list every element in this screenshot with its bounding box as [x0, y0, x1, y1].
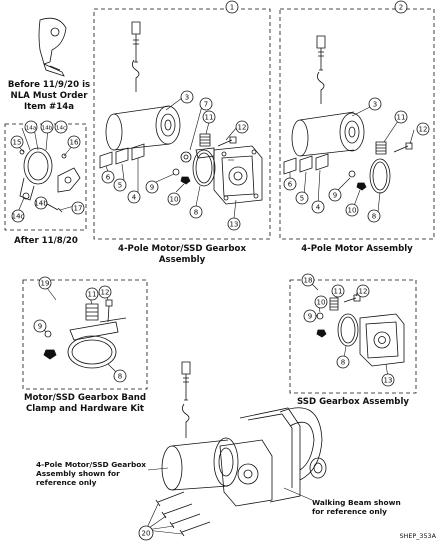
callout-14a: 14a [26, 126, 37, 132]
callout-12: 12 [238, 124, 247, 132]
ssd-gearbox-parts [316, 294, 405, 367]
callout-10-b: 10 [348, 207, 357, 215]
callout-19: 17 [74, 205, 83, 213]
callout-8-d: 8 [341, 359, 345, 367]
box2-parts [283, 35, 413, 194]
callout-6-b: 6 [288, 181, 293, 189]
callout-4-b: 4 [316, 204, 321, 212]
after-date-caption: After 11/8/20 [14, 236, 78, 246]
callout-8-c: 8 [118, 373, 122, 381]
box-after-date [4, 123, 87, 231]
box1-caption: 4-Pole Motor/SSD Gearbox Assembly [118, 244, 246, 265]
drawing-code: SHEP_353A [399, 532, 436, 540]
box-motor-assembly [279, 8, 435, 240]
callout-12-b: 12 [419, 126, 428, 134]
callout-12-d: 12 [359, 288, 368, 296]
callout-12-c: 12 [101, 289, 110, 297]
box1-parts [99, 21, 263, 205]
callout-21: 19 [41, 280, 50, 288]
callout-18: 16 [70, 139, 79, 147]
callout-1: 1 [230, 4, 234, 12]
callout-14c: 14c [56, 126, 66, 132]
callout-11-c: 11 [88, 291, 97, 299]
callout-20: 18 [304, 277, 313, 285]
ssd-gearbox-caption: SSD Gearbox Assembly [297, 397, 409, 407]
box-ssd-gearbox [289, 279, 417, 394]
callout-11-b: 11 [397, 114, 406, 122]
walking-beam-note: Walking Beam shown for reference only [312, 498, 401, 516]
callout-6: 6 [106, 174, 111, 182]
nla-note: Before 11/9/20 is NLA Must Order Item #1… [7, 80, 91, 112]
callout-17: 15 [13, 139, 22, 147]
callout-10: 10 [170, 196, 179, 204]
callout-circles [10, 0, 430, 541]
old-bracket-drawing [38, 17, 67, 77]
callout-13-d: 13 [384, 377, 393, 385]
box-motor-gearbox-assembly [93, 8, 271, 240]
callout-5: 5 [118, 182, 122, 190]
band-clamp-kit-parts [43, 299, 127, 369]
callout-labels: 1 2 3 7 12 11 6 5 4 9 10 8 13 3 11 12 8 … [12, 4, 428, 538]
reference-motor-note: 4-Pole Motor/SSD Gearbox Assembly shown … [36, 460, 147, 487]
box2-caption: 4-Pole Motor Assembly [301, 244, 413, 254]
new-bracket-parts [19, 147, 81, 213]
callout-13: 13 [230, 221, 239, 229]
callout-9: 9 [150, 184, 154, 192]
callout-4: 4 [132, 194, 137, 202]
box-band-clamp-kit [22, 279, 148, 390]
callout-11-d: 11 [334, 288, 343, 296]
callout-15: 14b [34, 200, 48, 208]
callout-9-c: 9 [38, 323, 42, 331]
callout-9-d: 9 [308, 313, 312, 321]
callout-8: 8 [194, 209, 198, 217]
reference-assembly [155, 361, 327, 537]
callout-5-b: 5 [300, 195, 304, 203]
callout-9-b: 9 [333, 192, 337, 200]
callout-7: 7 [204, 101, 208, 109]
callout-10-d: 10 [317, 299, 326, 307]
callout-22: 20 [142, 530, 151, 538]
callout-14b: 14b [42, 126, 53, 132]
callout-16: 14c [12, 213, 25, 221]
callout-2: 2 [399, 4, 403, 12]
callout-3-b: 3 [373, 101, 377, 109]
band-kit-caption: Motor/SSD Gearbox Band Clamp and Hardwar… [23, 393, 147, 414]
callout-3: 3 [185, 94, 189, 102]
callout-11: 11 [205, 114, 214, 122]
callout-8-b: 8 [372, 213, 376, 221]
